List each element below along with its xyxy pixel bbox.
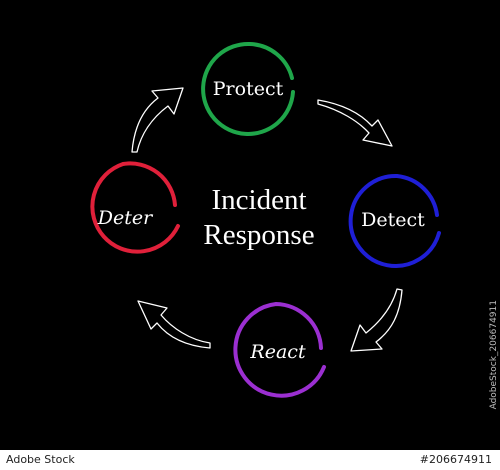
protect-circle — [201, 41, 295, 136]
arrow-deter-to-protect — [131, 87, 184, 153]
stage-label-react: React — [250, 341, 306, 363]
arrow-react-to-deter — [137, 300, 211, 349]
footer-bar: Adobe Stock #206674911 — [0, 450, 500, 470]
detect-circle — [348, 173, 441, 268]
stage-label-protect: Protect — [212, 78, 284, 100]
footer-brand: Adobe Stock — [6, 453, 75, 466]
deter-circle — [90, 161, 180, 254]
title-line-1: Incident — [211, 184, 307, 216]
title-line-2: Response — [203, 219, 315, 251]
diagram-title: Incident Response — [203, 183, 314, 253]
stage-label-deter: Deter — [97, 207, 153, 229]
stage-label-detect: Detect — [361, 209, 425, 231]
arrow-detect-to-react — [350, 288, 403, 352]
stock-id-vertical: AdobeStock_206674911 — [489, 300, 499, 410]
react-circle — [233, 301, 326, 398]
arrow-protect-to-detect — [317, 99, 393, 147]
footer-id: #206674911 — [419, 453, 492, 466]
